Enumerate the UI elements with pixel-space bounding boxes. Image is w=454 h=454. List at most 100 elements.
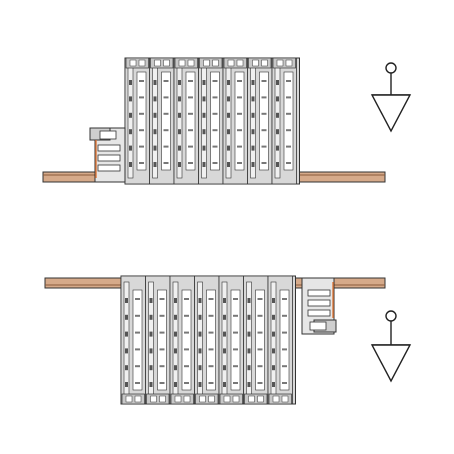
terminal-slot [135, 331, 140, 334]
terminal-slot [188, 80, 193, 82]
terminal-slot [188, 96, 193, 99]
down-arrow-with-circle-icon [370, 62, 412, 133]
terminal-slot [237, 96, 242, 99]
terminal-slot [202, 162, 206, 167]
terminal-slot [202, 145, 206, 151]
terminal-slot [153, 80, 157, 85]
terminal-slot [153, 112, 157, 118]
terminal-slot [286, 80, 291, 82]
terminal-slot [174, 331, 177, 337]
terminal-slot [208, 331, 214, 334]
terminal-slot [276, 162, 279, 167]
terminal-slot [129, 80, 132, 85]
terminal-slot [125, 298, 128, 303]
terminal-slot [163, 145, 169, 148]
io-module [222, 57, 248, 185]
io-module [267, 275, 293, 405]
terminal-slot [233, 298, 238, 300]
io-module [120, 275, 146, 405]
terminal-slot [257, 365, 263, 368]
terminal-slot [174, 298, 177, 303]
terminal-slot [223, 382, 226, 387]
terminal-slot [247, 298, 251, 303]
terminal-slot [251, 145, 255, 151]
terminal-slot [184, 314, 189, 317]
terminal-slot [251, 96, 255, 102]
terminal-slot [227, 162, 230, 167]
terminal-slot [282, 298, 287, 300]
terminal-slot [125, 348, 128, 354]
terminal-slot [202, 112, 206, 118]
terminal-slot [159, 331, 165, 334]
terminal-slot [261, 129, 267, 132]
io-module [271, 57, 297, 185]
terminal-slot [282, 331, 287, 334]
terminal-slot [257, 314, 263, 317]
terminal-slot [159, 298, 165, 300]
terminal-slot [135, 382, 140, 384]
terminal-slot [163, 129, 169, 132]
terminal-slot [282, 365, 287, 368]
terminal-slot [198, 298, 202, 303]
terminal-slot [223, 331, 226, 337]
terminal-slot [184, 365, 189, 368]
terminal-slot [178, 162, 181, 167]
terminal-slot [212, 112, 218, 115]
terminal-slot [174, 382, 177, 387]
terminal-slot [261, 80, 267, 82]
terminal-slot [233, 382, 238, 384]
terminal-slot [159, 348, 165, 351]
terminal-slot [257, 382, 263, 384]
terminal-slot [261, 112, 267, 115]
terminal-slot [276, 96, 279, 102]
terminal-slot [257, 331, 263, 334]
terminal-slot [139, 96, 144, 99]
terminal-slot [227, 112, 230, 118]
terminal-slot [233, 314, 238, 317]
bus-coupler-top [89, 127, 126, 183]
io-module [124, 57, 150, 185]
terminal-slot [261, 145, 267, 148]
terminal-slot [159, 314, 165, 317]
terminal-slot [247, 314, 251, 320]
terminal-slot [282, 314, 287, 317]
terminal-slot [153, 96, 157, 102]
terminal-slot [153, 129, 157, 135]
terminal-slot [129, 162, 132, 167]
terminal-slot [198, 314, 202, 320]
terminal-slot [251, 112, 255, 118]
terminal-slot [125, 365, 128, 371]
terminal-slot [163, 96, 169, 99]
terminal-slot [251, 162, 255, 167]
terminal-slot [153, 162, 157, 167]
terminal-slot [135, 365, 140, 368]
io-module [169, 275, 195, 405]
terminal-slot [261, 162, 267, 164]
terminal-slot [188, 112, 193, 115]
terminal-slot [223, 298, 226, 303]
terminal-slot [247, 348, 251, 354]
terminal-slot [227, 129, 230, 135]
terminal-slot [227, 80, 230, 85]
terminal-slot [212, 145, 218, 148]
terminal-slot [282, 348, 287, 351]
terminal-slot [149, 298, 153, 303]
terminal-slot [198, 365, 202, 371]
terminal-slot [125, 314, 128, 320]
terminal-slot [276, 112, 279, 118]
terminal-slot [276, 80, 279, 85]
terminal-slot [282, 382, 287, 384]
terminal-slot [184, 331, 189, 334]
terminal-slot [129, 145, 132, 151]
terminal-slot [223, 348, 226, 354]
terminal-slot [272, 331, 275, 337]
terminal-slot [272, 382, 275, 387]
terminal-slot [237, 145, 242, 148]
assembly-bottom [44, 275, 386, 405]
terminal-slot [212, 162, 218, 164]
terminal-slot [149, 314, 153, 320]
terminal-slot [184, 348, 189, 351]
terminal-slot [129, 112, 132, 118]
terminal-slot [125, 331, 128, 337]
io-module [173, 57, 199, 185]
